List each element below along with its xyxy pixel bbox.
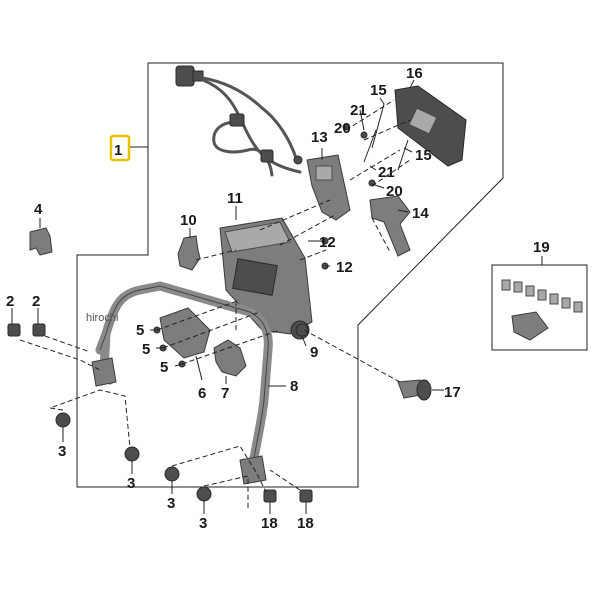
- part-4-clip: [29, 227, 53, 256]
- callout-12b: 12: [336, 259, 353, 276]
- callout-7: 7: [221, 385, 229, 402]
- callout-15b: 15: [415, 147, 432, 164]
- watermark: hirochi: [86, 312, 118, 324]
- part-8-bar-frame: [91, 281, 273, 485]
- callout-19: 19: [533, 239, 550, 256]
- callout-1-highlight: [109, 134, 131, 162]
- part-6-block: [159, 307, 211, 359]
- callout-2b: 2: [32, 293, 40, 310]
- callout-15a: 15: [370, 82, 387, 99]
- cable-harness: [175, 65, 303, 177]
- callout-9: 9: [310, 344, 318, 361]
- callout-labels: 1 4 2 2 3 3 3 3 18 18 10 11 5 5 5 6 7 8 …: [6, 65, 550, 532]
- callout-8: 8: [290, 378, 298, 395]
- callout-11: 11: [227, 190, 243, 207]
- callout-1: 1: [114, 142, 122, 159]
- callout-21a: 21: [350, 102, 367, 119]
- callout-21b: 21: [378, 164, 395, 181]
- leader-lines: [11, 79, 444, 514]
- callout-17: 17: [444, 384, 461, 401]
- callout-3c: 3: [167, 495, 175, 512]
- callout-18a: 18: [261, 515, 278, 532]
- part-9-bolt: [295, 323, 309, 337]
- assembly-lines: [19, 99, 411, 510]
- callout-6: 6: [198, 385, 206, 402]
- callout-18b: 18: [297, 515, 314, 532]
- part-13-bracket: [306, 154, 351, 221]
- callout-20b: 20: [386, 183, 403, 200]
- callout-5a: 5: [136, 322, 144, 339]
- kit-19-box: [491, 264, 588, 351]
- part-14-cover: [369, 195, 411, 257]
- part-7-piece: [213, 339, 247, 377]
- callout-3b: 3: [127, 475, 135, 492]
- assembly-frame: [76, 62, 504, 488]
- part-17-pin: [397, 379, 432, 401]
- callout-3a: 3: [58, 443, 66, 460]
- callout-5b: 5: [142, 341, 150, 358]
- callout-5c: 5: [160, 359, 168, 376]
- callout-13: 13: [311, 129, 328, 146]
- screws-15-21: [363, 103, 409, 171]
- part-10-mount: [177, 235, 201, 271]
- part-19-keys: [501, 279, 583, 341]
- callout-3d: 3: [199, 515, 207, 532]
- callout-10: 10: [180, 212, 197, 229]
- callout-16: 16: [406, 65, 423, 82]
- callout-2a: 2: [6, 293, 14, 310]
- callout-4: 4: [34, 201, 43, 218]
- callout-20a: 20: [334, 120, 351, 137]
- callout-12a: 12: [319, 234, 336, 251]
- callout-14: 14: [412, 205, 429, 222]
